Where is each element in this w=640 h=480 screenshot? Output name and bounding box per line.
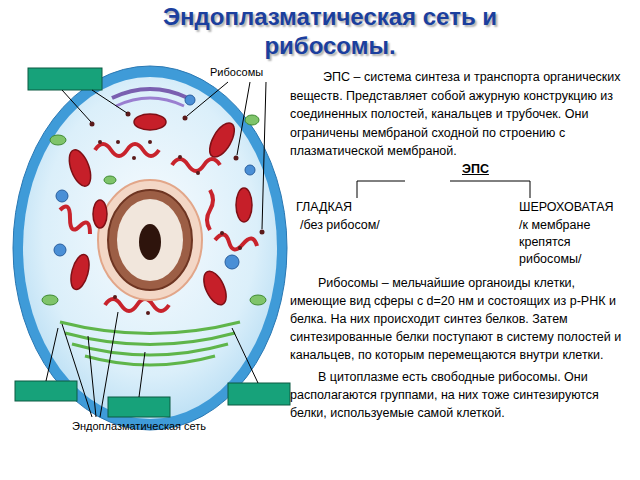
leader-line [100,312,118,417]
tree-branch-note: /без рибосом/ [300,217,380,233]
leader-line [237,82,250,155]
tree-branch-label: ГЛАДКАЯ [296,199,352,215]
vesicle [56,190,68,202]
smooth-er-channel [60,322,240,334]
slide-title: Эндоплазматическая сеть и рибосомы. [100,2,560,60]
answer-box [15,381,77,401]
answer-box [28,68,102,90]
paragraph: Рибосомы – мельчайшие органоиды клетки, … [290,274,633,364]
green-bodies [42,115,266,305]
nucleus [108,190,192,290]
nucleolus [139,224,161,260]
tree-root: ЭПС [462,162,489,177]
mitochondria [65,114,252,308]
er-channel [207,190,213,230]
mitochondrion [134,114,166,130]
ribosome [98,140,102,144]
ribosome [90,122,95,127]
part-name: Рибосомы [210,66,263,79]
leader-lines [46,82,266,417]
tree-lines [357,181,530,198]
er-channel [215,234,257,249]
vesicle [245,165,255,175]
ribosome [148,140,152,144]
er-channel [105,299,169,311]
ribosome [234,156,239,161]
ribosome [238,246,242,250]
smooth-er-channel [65,333,235,345]
vesicle [185,95,195,105]
ribosomes [90,112,265,316]
nuclear-envelope-er [98,180,202,300]
ribosome [196,171,200,175]
leader-line [46,328,58,381]
er-channel [172,159,220,171]
er-channel [95,144,159,156]
leader-line [262,82,266,229]
ribosome [132,156,136,160]
ribosome [116,140,120,144]
green-body [50,135,66,145]
answer-box [108,397,170,417]
mitochondrion [199,268,231,308]
vesicle [225,255,239,269]
tree-branch [357,181,405,198]
tree-branch [450,181,530,198]
ribosome [220,231,224,235]
answer-box [228,383,290,405]
leader-line [139,352,145,397]
cytoplasm [23,77,277,419]
smooth-er [60,322,240,365]
ribosome [113,295,117,299]
leader-line [62,90,91,122]
mitochondrion [236,188,252,222]
nucleoplasm [117,199,183,281]
mitochondrion [205,119,240,161]
green-body [245,115,259,125]
part-name: Эндоплазматическая сеть [72,420,206,433]
er-channel [60,206,90,234]
golgi [116,98,184,106]
smooth-er-channel [72,344,228,355]
green-body [250,295,266,305]
leader-line [232,328,258,383]
leader-line [92,90,127,113]
green-body [42,295,58,305]
leader-line [187,82,228,116]
mitochondrion [68,253,93,292]
cell-membrane [13,66,287,430]
vesicle [54,244,66,256]
ribosome [146,311,150,315]
leader-line [88,336,96,417]
tree-branch-label: ШЕРОХОВАТАЯ [519,199,614,215]
tree-branch-note: /к мембране крепятся рибосомы/ [519,217,631,268]
answer-boxes [15,68,290,417]
leader-line [62,324,92,417]
green-body [104,176,116,184]
ribosome [260,230,265,235]
paragraph: ЭПС – система синтеза и транспорта орган… [290,68,633,161]
mitochondrion [65,147,95,189]
mitochondrion [93,200,107,228]
vesicles [54,95,255,269]
smooth-er-channel [85,356,215,365]
ribosome [183,116,188,121]
paragraph: В цитоплазме есть свободные рибосомы. Он… [290,368,633,422]
ribosome [178,155,182,159]
